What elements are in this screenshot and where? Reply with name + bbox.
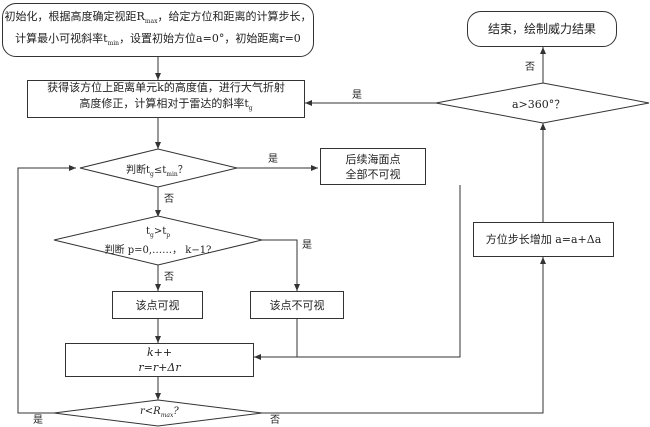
- edge-label-r-no: 否: [270, 415, 280, 426]
- decision-tg-sub1: g: [150, 171, 154, 178]
- edge-label-a-no: 否: [525, 62, 535, 73]
- invisible-box: 该点不可视: [250, 291, 344, 319]
- visible-label: 该点可视: [135, 298, 180, 312]
- process-sub: g: [248, 105, 253, 113]
- decision-tp-line1b: >t: [153, 226, 167, 237]
- process-box: 获得该方位上距离单元k的高度值，进行大气折射 高度修正，计算相对于雷达的斜率tg: [27, 80, 305, 118]
- increment-line1: k++: [146, 346, 173, 359]
- sea-box: 后续海面点 全部不可视: [320, 148, 426, 185]
- decision-tg-b: ≤t: [153, 165, 167, 176]
- invisible-label: 该点不可视: [269, 298, 325, 312]
- edge-label-tp-no: 否: [164, 272, 174, 283]
- decision-r-shape: [53, 399, 263, 427]
- edge-r-no-to-azimuth: [262, 257, 546, 414]
- edge-sea-to-increment: [297, 185, 461, 358]
- edge-label-r-yes: 是: [33, 415, 43, 426]
- sea-line2: 全部不可视: [345, 167, 401, 181]
- decision-r-b: ?: [173, 406, 179, 417]
- decision-r-a: r<R: [140, 406, 161, 417]
- edge-label-tp-yes: 是: [302, 240, 312, 251]
- decision-tp-line2: 判断 p=0,……， k−1?: [104, 245, 212, 256]
- init-line1: 初始化，根据高度确定视距R: [4, 9, 145, 23]
- decision-tg-c: ？: [177, 165, 188, 176]
- sea-line1: 后续海面点: [345, 152, 401, 166]
- increment-box: k++ r=r+Δr: [65, 343, 254, 377]
- decision-tg-shape: [79, 148, 238, 188]
- decision-tg-label: 判断tg≤tmin？: [126, 161, 188, 178]
- edge-tp-to-invisible: [261, 239, 300, 291]
- edge-label-a-yes: 是: [352, 90, 362, 101]
- decision-a-shape: [435, 82, 650, 124]
- edge-label-tg-yes: 是: [268, 154, 278, 165]
- decision-r-sub: max: [160, 412, 174, 419]
- end-label: 结束，绘制威力结果: [487, 21, 596, 36]
- decision-tp-label: tg>tp 判断 p=0,……， k−1?: [96, 224, 220, 258]
- init-line2b: ，设置初始方位a=0°，初始距离r=0: [119, 32, 301, 45]
- decision-tp-sub2: p: [166, 232, 171, 239]
- decision-r-label: r<Rmax?: [140, 406, 179, 419]
- init-sub2: min: [107, 40, 120, 48]
- decision-tp-shape: [53, 215, 263, 266]
- process-line1: 获得该方位上距离单元k的高度值，进行大气折射: [47, 81, 285, 95]
- init-line1b: ，给定方位和距离的计算步长，: [157, 9, 312, 23]
- visible-box: 该点可视: [112, 291, 203, 319]
- decision-tg-sub2: min: [166, 171, 178, 178]
- decision-tp-line1a: t: [145, 226, 150, 237]
- decision-a-label: a>360°？: [512, 96, 565, 112]
- init-sub1: max: [144, 18, 158, 25]
- init-line2a: 计算最小可视斜率t: [15, 32, 108, 45]
- process-line2a: 高度修正，计算相对于雷达的斜率t: [79, 97, 249, 111]
- edge-r-yes-loop: [17, 165, 76, 414]
- end-box: 结束，绘制威力结果: [467, 11, 617, 47]
- edge-label-tg-no: 否: [164, 194, 174, 205]
- decision-a-text: a>360°？: [512, 98, 566, 111]
- edge-invisible-to-increment: [254, 319, 298, 360]
- decision-tp-sub1: g: [149, 232, 154, 239]
- init-box: 初始化，根据高度确定视距Rmax，给定方位和距离的计算步长， 计算最小可视斜率t…: [2, 3, 314, 57]
- decision-tg-a: 判断t: [126, 165, 151, 176]
- azimuth-step-box: 方位步长增加 a=a+Δa: [473, 222, 614, 257]
- increment-line2: r=r+Δr: [138, 361, 181, 374]
- azimuth-step-label: 方位步长增加 a=a+Δa: [485, 233, 602, 246]
